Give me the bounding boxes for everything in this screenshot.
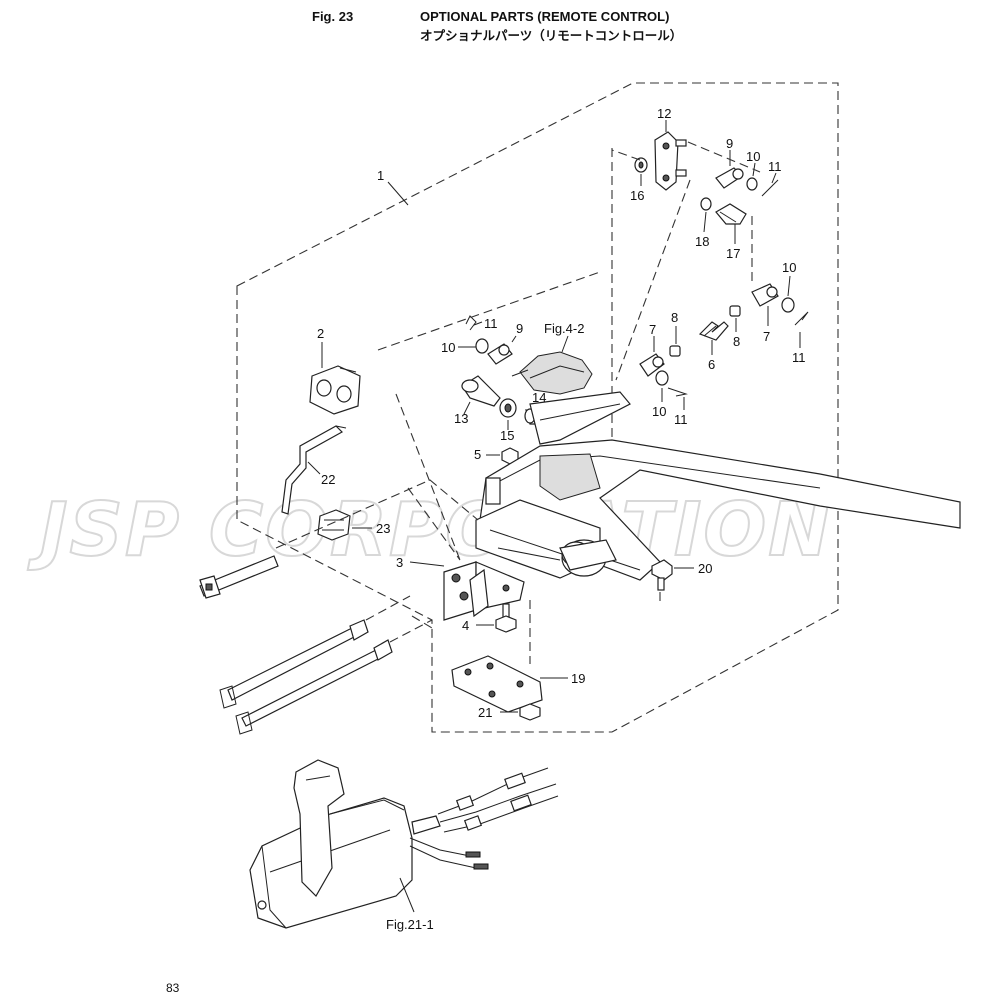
callout-22: 22 xyxy=(321,472,335,487)
callout-11d: 11 xyxy=(674,412,688,427)
mount-bracket-3 xyxy=(443,561,525,621)
callout-fig21-1: Fig.21-1 xyxy=(386,917,434,932)
grommet-plate-2 xyxy=(309,365,361,415)
nut-21 xyxy=(519,703,541,721)
callout-1: 1 xyxy=(377,168,384,183)
callout-8b: 8 xyxy=(733,334,740,349)
callout-10b: 10 xyxy=(782,260,796,275)
bolt-17 xyxy=(715,203,747,225)
callout-23: 23 xyxy=(376,521,390,536)
joint-7-left xyxy=(639,353,665,377)
nut-8-right xyxy=(729,305,741,317)
callout-10d: 10 xyxy=(652,404,666,419)
callout-12: 12 xyxy=(657,106,671,121)
nut-8-left xyxy=(669,345,681,357)
callout-21: 21 xyxy=(478,705,492,720)
callout-19: 19 xyxy=(571,671,585,686)
title-english: OPTIONAL PARTS (REMOTE CONTROL) xyxy=(420,9,670,24)
remote-cables xyxy=(409,767,559,870)
callout-10c: 10 xyxy=(441,340,455,355)
callout-10a: 10 xyxy=(746,149,760,164)
clip-11-right xyxy=(794,311,809,326)
washer-10-upper xyxy=(746,177,758,191)
callout-9a: 9 xyxy=(726,136,733,151)
clip-11-left xyxy=(465,315,477,331)
callout-fig4-2: Fig.4-2 xyxy=(544,321,584,336)
title-japanese: オプショナルパーツ（リモートコントロール） xyxy=(420,28,683,43)
callout-16: 16 xyxy=(630,188,644,203)
callout-2: 2 xyxy=(317,326,324,341)
callout-7b: 7 xyxy=(763,329,770,344)
callout-5: 5 xyxy=(474,447,481,462)
callout-11b: 11 xyxy=(484,316,498,331)
callout-7a: 7 xyxy=(649,322,656,337)
callout-8a: 8 xyxy=(671,310,678,325)
pin-13 xyxy=(461,375,501,407)
callout-18: 18 xyxy=(695,234,709,249)
callout-3: 3 xyxy=(396,555,403,570)
callout-11a: 11 xyxy=(768,159,782,174)
washer-10-right xyxy=(781,297,795,313)
callout-20: 20 xyxy=(698,561,712,576)
callout-4: 4 xyxy=(462,618,469,633)
callout-11c: 11 xyxy=(792,350,806,365)
clip-11-lower xyxy=(667,387,688,397)
control-cables xyxy=(219,619,393,735)
callout-15: 15 xyxy=(500,428,514,443)
washer-16 xyxy=(634,157,648,173)
callout-13: 13 xyxy=(454,411,468,426)
callout-9b: 9 xyxy=(516,321,523,336)
watermark: JSP CORPORATION xyxy=(27,487,832,573)
callout-14: 14 xyxy=(532,390,546,405)
washer-10-far-left xyxy=(475,338,489,354)
link-plate-12 xyxy=(654,131,687,191)
cable-end-connector xyxy=(199,555,279,599)
remote-control-box xyxy=(249,759,413,929)
joint-7-right xyxy=(751,283,779,307)
assembly-boundary xyxy=(236,82,839,733)
joint-9-upper xyxy=(715,167,744,189)
washer-18 xyxy=(700,197,712,211)
grommet-23 xyxy=(317,509,351,541)
joint-9-left xyxy=(487,343,513,365)
callout-6: 6 xyxy=(708,357,715,372)
rod-22 xyxy=(281,425,347,515)
clip-11-upper xyxy=(761,179,779,197)
washer-10-left xyxy=(655,370,669,386)
page-number: 83 xyxy=(166,981,180,995)
figure-number: Fig. 23 xyxy=(312,9,354,24)
bolt-20 xyxy=(651,559,673,591)
callout-17: 17 xyxy=(726,246,740,261)
bolt-4 xyxy=(495,603,517,633)
engine-reference-fig4-2 xyxy=(511,351,593,395)
throttle-grip-tube xyxy=(559,539,617,577)
base-plate-19 xyxy=(451,655,543,713)
rod-6 xyxy=(698,321,729,341)
